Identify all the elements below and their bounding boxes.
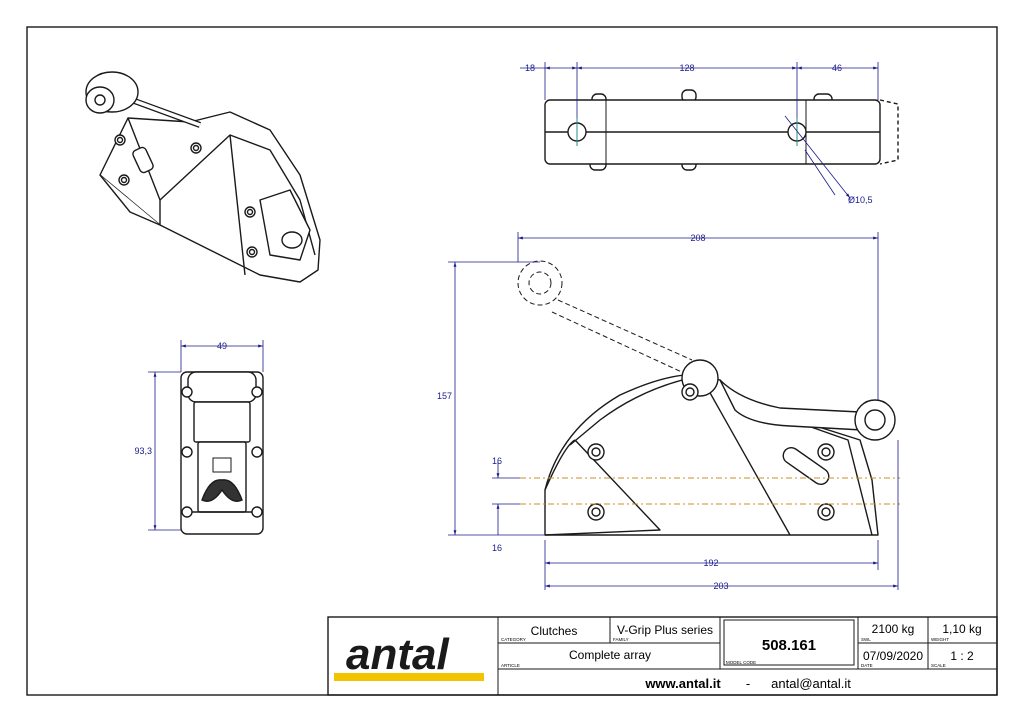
dim-front-width: 49	[217, 341, 227, 351]
dim-top-mid: 128	[679, 63, 694, 73]
isometric-view	[85, 71, 321, 283]
article-value: Complete array	[569, 648, 651, 662]
model-code-value: 508.161	[762, 637, 816, 654]
dim-front-height: 93,3	[134, 446, 152, 456]
scale-label: SCALE	[931, 663, 946, 668]
date-value: 07/09/2020	[863, 649, 923, 663]
front-view	[180, 371, 264, 535]
swl-value: 2100 kg	[872, 622, 915, 636]
dim-overall-length: 208	[690, 233, 705, 243]
article-label: ARTICLE	[501, 663, 520, 668]
logo-bar	[334, 673, 484, 681]
dim-hole-diameter: Ø10,5	[848, 195, 873, 205]
weight-label: WEIGHT	[931, 637, 949, 642]
email-link[interactable]: antal@antal.it	[771, 676, 851, 691]
website-link[interactable]: www.antal.it	[644, 676, 721, 691]
dim-total-length: 203	[713, 581, 728, 591]
family-value: V-Grip Plus series	[617, 623, 713, 637]
swl-label: SWL	[861, 637, 871, 642]
front-view-dimensions	[148, 340, 264, 531]
dim-base-length: 192	[703, 558, 718, 568]
dim-offset-upper: 16	[492, 456, 502, 466]
contact-separator: -	[746, 676, 750, 691]
side-view	[517, 260, 896, 536]
dim-offset-lower: 16	[492, 543, 502, 553]
top-view	[544, 89, 899, 171]
top-view-dimensions	[520, 62, 879, 200]
top-view-centerlines	[576, 118, 798, 146]
weight-value: 1,10 kg	[942, 622, 981, 636]
title-block	[327, 616, 998, 696]
dim-overall-height: 157	[437, 391, 452, 401]
family-label: FAMILY	[613, 637, 629, 642]
antal-logo: antal	[346, 630, 449, 679]
date-label: DATE	[861, 663, 873, 668]
dim-top-left: 18	[525, 63, 535, 73]
model-code-label: MODEL CODE	[726, 660, 756, 665]
scale-value: 1 : 2	[950, 649, 974, 663]
side-view-dimensions	[448, 232, 899, 590]
dim-top-right: 46	[832, 63, 842, 73]
category-value: Clutches	[531, 624, 578, 638]
category-label: CATEGORY	[501, 637, 526, 642]
